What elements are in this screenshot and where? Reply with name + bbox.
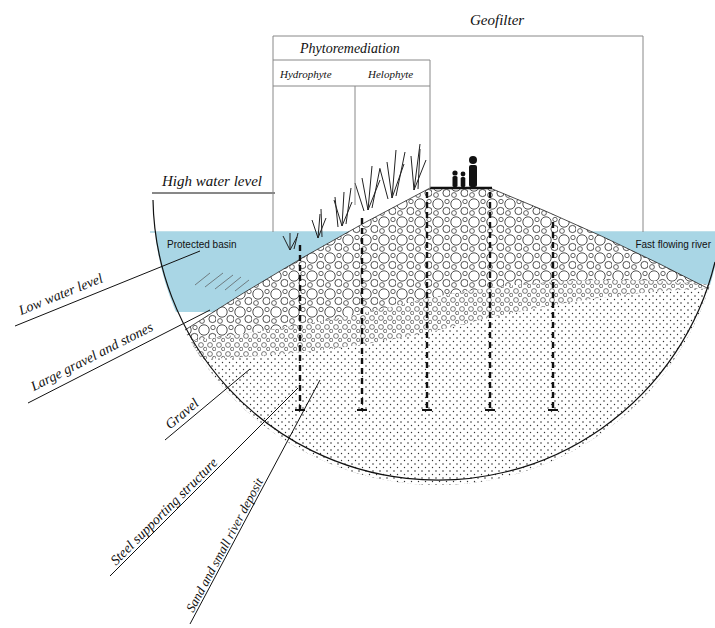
region-label: Protected basin [166, 240, 238, 250]
leader-label: Large gravel and stones [29, 320, 156, 394]
leader-label: Steel supporting structure [108, 456, 220, 568]
bracket-label: Geofilter [470, 13, 524, 28]
region-label: Fast flowing river [634, 240, 712, 250]
bracket-label: Hydrophyte [280, 69, 332, 80]
leader-label: Sand and small river deposit [184, 476, 266, 614]
bracket-label: Phytoremediation [300, 42, 400, 56]
water-level-label: High water level [162, 174, 262, 189]
bracket-label: Helophyte [368, 69, 413, 80]
